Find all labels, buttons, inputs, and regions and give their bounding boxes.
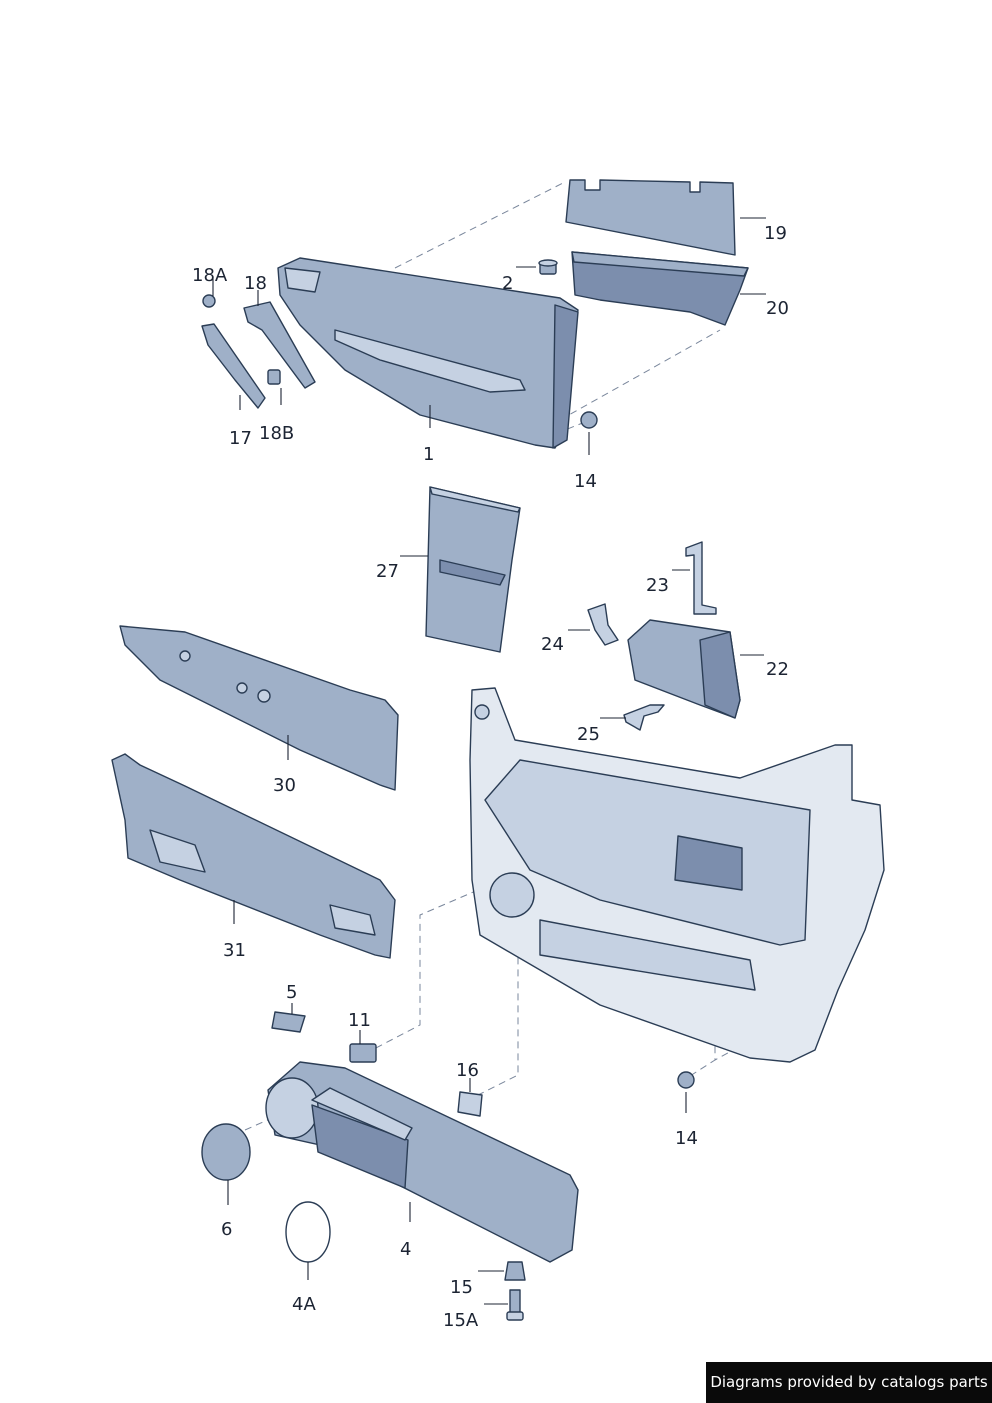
callout-24[interactable]: 24	[541, 634, 564, 655]
callout-23[interactable]: 23	[646, 575, 669, 596]
callout-16[interactable]: 16	[456, 1060, 479, 1081]
part-27-pad[interactable]	[425, 486, 521, 653]
callout-20[interactable]: 20	[766, 298, 789, 319]
callout-2[interactable]: 2	[502, 273, 513, 294]
part-14-clip-lower[interactable]	[677, 1071, 695, 1089]
part-16-clip[interactable]	[457, 1091, 483, 1117]
callout-4a[interactable]: 4A	[292, 1294, 316, 1315]
part-6-cap[interactable]	[201, 1123, 251, 1181]
leader-lines	[212, 217, 766, 1305]
part-31-panel[interactable]	[111, 753, 396, 959]
callout-4[interactable]: 4	[400, 1239, 411, 1260]
part-20-insulator[interactable]	[571, 251, 749, 326]
part-18a-screw[interactable]	[202, 294, 216, 308]
part-24-bracket[interactable]	[587, 603, 619, 646]
part-22-pocket[interactable]	[627, 619, 741, 719]
callout-18[interactable]: 18	[244, 273, 267, 294]
part-25-bracket[interactable]	[623, 704, 665, 731]
part-18-handle-bracket[interactable]	[243, 301, 316, 389]
part-4-armrest[interactable]	[265, 1061, 579, 1263]
part-14-clip-upper[interactable]	[580, 411, 598, 429]
callout-labels: 19 20 2 1 18A 18 17 18B 14 27 23 24 22 2…	[192, 223, 789, 1331]
callout-27[interactable]: 27	[376, 561, 399, 582]
callout-30[interactable]: 30	[273, 775, 296, 796]
callout-15a[interactable]: 15A	[443, 1310, 479, 1331]
callout-1[interactable]: 1	[423, 444, 434, 465]
callout-5[interactable]: 5	[286, 982, 297, 1003]
part-4a-ring[interactable]	[285, 1201, 331, 1263]
callout-14-lower[interactable]: 14	[675, 1128, 698, 1149]
part-18b-clip[interactable]	[267, 369, 281, 385]
callout-19[interactable]: 19	[764, 223, 787, 244]
part-30-panel[interactable]	[119, 625, 399, 791]
part-23-bracket[interactable]	[685, 541, 717, 615]
callout-22[interactable]: 22	[766, 659, 789, 680]
callout-11[interactable]: 11	[348, 1010, 371, 1031]
part-2-clip[interactable]	[538, 259, 558, 275]
callout-18b[interactable]: 18B	[259, 423, 294, 444]
credit-banner[interactable]: Diagrams provided by catalogs parts	[706, 1362, 992, 1403]
part-15-nut[interactable]	[504, 1261, 526, 1281]
part-11-switch[interactable]	[349, 1043, 377, 1063]
door-inner-frame	[469, 687, 885, 1063]
callout-15[interactable]: 15	[450, 1277, 473, 1298]
callout-31[interactable]: 31	[223, 940, 246, 961]
part-19-pad[interactable]	[565, 179, 736, 256]
callout-17[interactable]: 17	[229, 428, 252, 449]
part-15a-screw[interactable]	[506, 1289, 524, 1321]
part-5-clip[interactable]	[271, 1011, 306, 1033]
callout-25[interactable]: 25	[577, 724, 600, 745]
part-17-handle[interactable]	[201, 323, 266, 409]
part-1-upper-trim[interactable]	[277, 257, 579, 449]
callout-14-upper[interactable]: 14	[574, 471, 597, 492]
callout-18a[interactable]: 18A	[192, 265, 228, 286]
callout-6[interactable]: 6	[221, 1219, 232, 1240]
